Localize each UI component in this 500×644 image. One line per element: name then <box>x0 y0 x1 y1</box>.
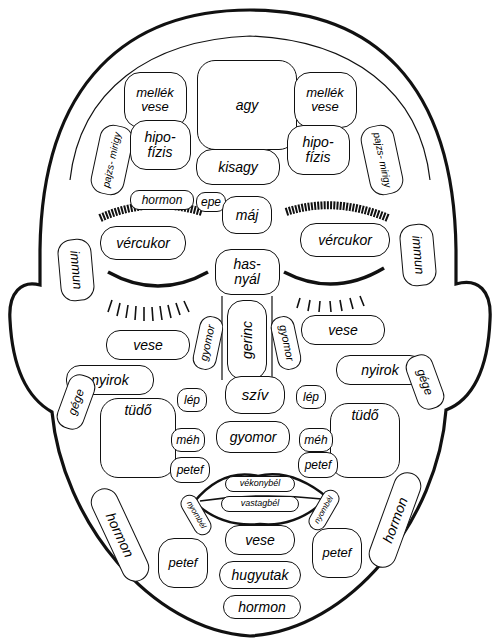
organ-label: immun <box>68 250 85 290</box>
organ-zone: méh <box>171 428 205 452</box>
organ-zone: mellék vese <box>294 72 357 128</box>
organ-zone: gyomor <box>216 421 290 453</box>
eyebrow <box>286 205 388 218</box>
organ-zone: máj <box>222 196 272 234</box>
nose-outline <box>222 296 272 380</box>
organ-label: kisagy <box>218 160 258 175</box>
organ-zone: immun <box>56 238 95 303</box>
organ-label: vastagbél <box>241 499 280 508</box>
organ-label: epe <box>201 196 221 209</box>
organ-label: pajzs- mirigy <box>101 131 123 188</box>
organ-zone: vércukor <box>300 223 390 257</box>
organ-zone: nyombél <box>305 486 343 533</box>
organ-label: vércukor <box>318 233 372 248</box>
organ-zone: pajzs- mirigy <box>358 122 406 198</box>
organ-zone: méh <box>299 428 333 452</box>
organ-label: nyirok <box>361 363 398 378</box>
organ-zone: nyombél <box>177 491 215 538</box>
organ-label: szív <box>242 387 269 403</box>
organ-zone: hugyutak <box>219 561 301 589</box>
organ-label: has- nyál <box>219 257 275 286</box>
organ-label: hugyutak <box>232 568 289 583</box>
organ-label: tüdő <box>124 403 151 418</box>
organ-label: pajzs- mirigy <box>371 131 393 188</box>
organ-zone: hormon <box>130 190 194 210</box>
organ-label: vese <box>245 533 275 548</box>
organ-zone: petef <box>312 528 362 578</box>
organ-zone: tüdő <box>330 403 400 478</box>
organ-zone: vese <box>106 330 190 360</box>
organ-label: gyomor <box>230 430 277 445</box>
organ-label: agy <box>236 98 259 113</box>
organ-label: petef <box>323 546 352 560</box>
organ-zone: gerinc <box>227 300 267 380</box>
organ-zone: hormon <box>86 484 154 586</box>
organ-label: gerinc <box>240 321 255 359</box>
organ-label: hormon <box>380 495 410 545</box>
organ-label: vékonybél <box>240 479 281 488</box>
organ-label: lép <box>184 394 200 407</box>
organ-label: máj <box>236 208 259 223</box>
organ-zone: gége <box>53 371 98 433</box>
organ-zone: szív <box>225 376 285 414</box>
organ-label: mellék vese <box>298 86 352 113</box>
organ-zone: hipo- fízis <box>130 120 191 170</box>
organ-label: nyirok <box>91 373 128 388</box>
organ-label: petef <box>177 464 204 477</box>
organ-zone: lép <box>177 388 207 412</box>
organ-zone: petef <box>158 538 208 588</box>
organ-zone: hormon <box>365 468 426 572</box>
organ-zone: petef <box>170 457 210 483</box>
organ-label: gége <box>66 387 87 416</box>
organ-label: vércukor <box>116 236 170 251</box>
organ-label: immun <box>410 235 427 275</box>
organ-zone: vastagbél <box>221 496 299 512</box>
organ-label: gyomor <box>277 324 296 362</box>
organ-zone: has- nyál <box>215 249 280 295</box>
organ-zone: pajzs- mirigy <box>88 122 136 198</box>
lips <box>194 474 328 524</box>
head-outline <box>10 10 490 636</box>
organ-zone: vércukor <box>100 226 186 260</box>
organ-zone: kisagy <box>196 149 280 185</box>
organ-zone: immun <box>398 223 437 288</box>
organ-label: vese <box>133 338 163 353</box>
organ-zone: hormon <box>223 595 301 619</box>
organ-label: hormon <box>142 194 183 207</box>
organ-zone: lép <box>296 385 326 409</box>
organ-label: lép <box>303 391 319 404</box>
organ-label: petef <box>305 459 332 472</box>
organ-label: gége <box>415 367 436 396</box>
organ-zone: vese <box>301 315 385 345</box>
organ-zone: hipo- fízis <box>287 125 350 175</box>
organ-label: mellék vese <box>128 86 182 113</box>
organ-label: hormon <box>238 600 285 615</box>
organ-label: petef <box>169 556 198 570</box>
organ-zone: petef <box>298 452 338 478</box>
organ-label: nyombél <box>185 500 207 530</box>
organ-zone: vékonybél <box>225 476 295 492</box>
organ-label: vese <box>328 323 358 338</box>
organ-label: hormon <box>103 510 136 559</box>
organ-zone: vese <box>225 525 295 555</box>
organ-zone: gyomor <box>269 314 304 372</box>
organ-label: méh <box>304 434 327 447</box>
organ-label: tüdő <box>351 408 378 423</box>
organ-label: hipo- fízis <box>291 135 345 164</box>
organ-label: nyombél <box>313 495 335 525</box>
organ-zone: gyomor <box>191 314 226 372</box>
organ-label: hipo- fízis <box>134 130 186 159</box>
closed-eye <box>108 272 208 286</box>
organ-zone: tüdő <box>100 398 176 478</box>
organ-zone: agy <box>197 60 297 150</box>
closed-eye <box>284 268 384 284</box>
organ-label: méh <box>176 434 199 447</box>
organ-label: gyomor <box>199 324 218 362</box>
